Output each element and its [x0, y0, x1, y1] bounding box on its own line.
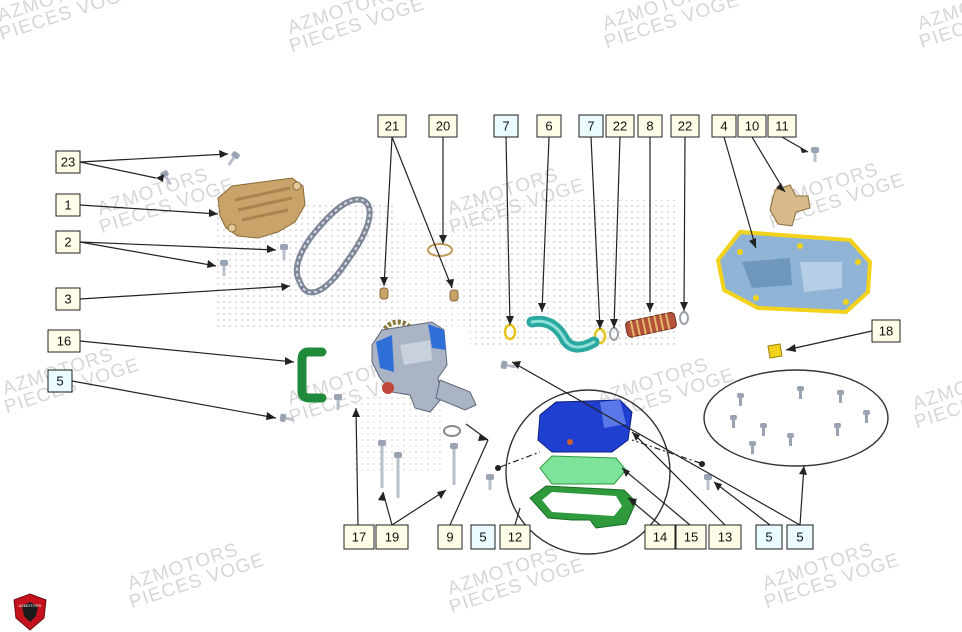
part-5-bolt-left	[279, 413, 295, 422]
svg-text:22: 22	[678, 119, 692, 134]
svg-text:16: 16	[57, 334, 71, 349]
callout-6: 6	[536, 114, 562, 138]
svg-text:21: 21	[385, 119, 399, 134]
part-18-plug	[767, 343, 783, 359]
callout-19: 19	[375, 524, 409, 550]
part-9-o-ring	[443, 425, 461, 437]
svg-text:2: 2	[64, 235, 71, 250]
svg-text:13: 13	[718, 530, 732, 545]
part-6-oil-hose	[526, 315, 600, 353]
part-5-bolt-group	[703, 369, 889, 467]
callout-labels: 23 1 2 3 16 5 21 20 7 6 7 22 8 22 4 10 1…	[47, 114, 901, 550]
svg-text:6: 6	[545, 119, 552, 134]
svg-text:20: 20	[436, 119, 450, 134]
callout-16: 16	[47, 329, 81, 353]
part-13-strainer	[537, 399, 633, 453]
part-19-long-bolts	[378, 440, 458, 498]
callout-9: 9	[437, 524, 463, 550]
part-5-bolt-center	[500, 360, 517, 369]
part-11-screw	[811, 147, 819, 162]
callout-10: 10	[737, 114, 767, 138]
svg-text:23: 23	[61, 155, 75, 170]
svg-text:5: 5	[765, 530, 772, 545]
part-2-bolts	[220, 244, 288, 276]
svg-text:5: 5	[796, 530, 803, 545]
callout-17: 17	[343, 524, 375, 550]
svg-text:7: 7	[502, 119, 509, 134]
part-5-bolt-right	[704, 474, 712, 490]
part-21-dowels	[379, 287, 459, 302]
part-16-pipe	[297, 347, 327, 403]
part-8-filter	[625, 312, 677, 338]
callout-23: 23	[55, 150, 81, 174]
svg-text:11: 11	[775, 119, 789, 134]
callout-15: 15	[675, 524, 707, 550]
svg-text:1: 1	[64, 198, 71, 213]
part-3-drive-chain	[293, 196, 373, 296]
svg-text:4: 4	[720, 119, 727, 134]
svg-text:5: 5	[479, 530, 486, 545]
strainer-assembly-group	[486, 389, 705, 555]
callout-2: 2	[55, 230, 81, 254]
svg-text:12: 12	[508, 530, 522, 545]
callout-8: 8	[637, 114, 663, 138]
svg-text:22: 22	[613, 119, 627, 134]
callout-4: 4	[711, 114, 737, 138]
svg-text:9: 9	[446, 530, 453, 545]
callout-7-b: 7	[578, 114, 604, 138]
callout-5-c: 5	[755, 524, 783, 550]
callout-14: 14	[644, 524, 676, 550]
callout-7-a: 7	[493, 114, 519, 138]
callout-5-d: 5	[786, 524, 814, 550]
part-14-gasket	[529, 485, 637, 529]
svg-text:17: 17	[352, 530, 366, 545]
part-23-screws	[160, 151, 240, 186]
callout-11: 11	[767, 114, 797, 138]
azmotors-logo: AZMOTORS	[13, 593, 47, 631]
callout-3: 3	[55, 287, 81, 311]
svg-text:18: 18	[879, 324, 893, 339]
leader-arrowheads	[156, 147, 808, 506]
leader-lines	[71, 136, 873, 526]
callout-22-b: 22	[670, 114, 700, 138]
svg-text:19: 19	[385, 530, 399, 545]
callout-5-left: 5	[47, 369, 73, 393]
callout-22-a: 22	[605, 114, 635, 138]
logo-text: AZMOTORS	[19, 603, 42, 608]
svg-text:10: 10	[745, 119, 759, 134]
part-17-bolt	[334, 394, 342, 410]
part-12-bolt	[486, 474, 494, 490]
svg-text:7: 7	[587, 119, 594, 134]
callout-5-b: 5	[470, 524, 496, 550]
part-4-sump-cover	[715, 229, 873, 315]
callout-20: 20	[428, 114, 458, 138]
part-1-pump-cover	[217, 177, 306, 239]
callout-21: 21	[377, 114, 407, 138]
callout-12: 12	[499, 524, 531, 550]
callout-13: 13	[708, 524, 742, 550]
svg-text:3: 3	[64, 292, 71, 307]
svg-text:14: 14	[653, 530, 667, 545]
svg-text:5: 5	[56, 374, 63, 389]
callout-1: 1	[55, 193, 81, 217]
svg-text:8: 8	[646, 119, 653, 134]
callout-18: 18	[871, 319, 901, 343]
part-20-o-ring	[427, 243, 453, 257]
part-15-screen	[539, 455, 627, 485]
oil-pump-assembly	[371, 319, 477, 413]
svg-text:15: 15	[684, 530, 698, 545]
part-10-fitting	[769, 184, 811, 227]
